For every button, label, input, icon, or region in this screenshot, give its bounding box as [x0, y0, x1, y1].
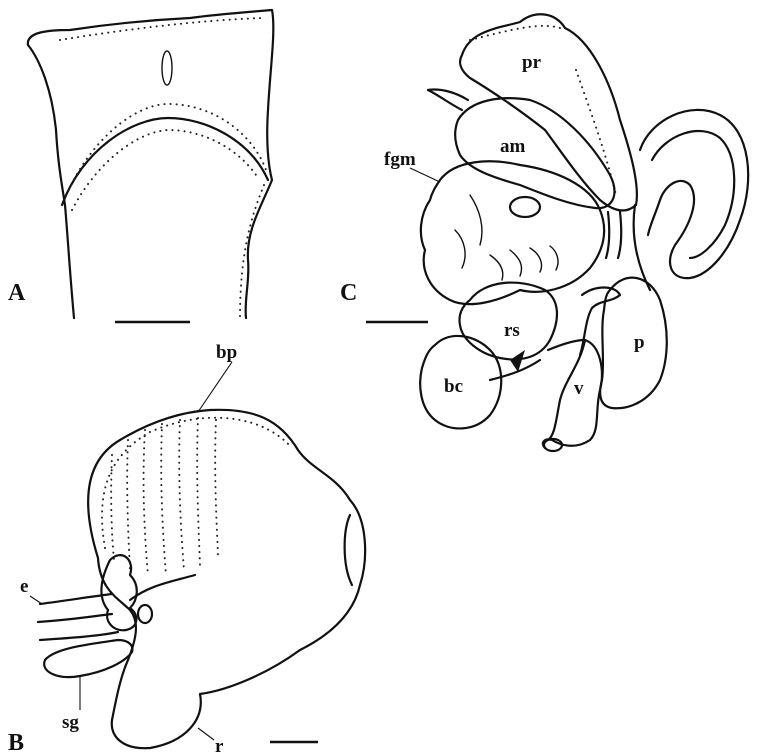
label-bc: bc — [444, 376, 463, 397]
label-sg: sg — [62, 712, 79, 733]
panel-b-bursa-outline — [88, 410, 365, 748]
label-fgm-leader — [410, 168, 440, 182]
panel-c-hermaphrodite-duct-2 — [618, 212, 621, 258]
panel-c-fgm-curve-1 — [470, 195, 482, 245]
panel-a-rim-stipple — [60, 18, 262, 40]
panel-c-fgm-curve-4 — [510, 250, 522, 276]
panel-b-duct-lower — [38, 614, 112, 622]
panel-c-albumen — [455, 98, 614, 208]
panel-b-stria-4 — [161, 424, 166, 575]
label-am: am — [500, 136, 526, 157]
panel-c-prostate — [460, 14, 637, 210]
panel-b-junction-blob — [101, 555, 136, 630]
panel-a-arch-band-inner — [72, 130, 258, 210]
label-v: v — [574, 378, 584, 399]
label-pr: pr — [522, 52, 542, 73]
label-rs: rs — [504, 320, 520, 341]
panel-a-outer-outline — [28, 10, 273, 318]
panel-a-inner-arch — [62, 118, 268, 205]
panel-c-fgm-curve-6 — [550, 246, 558, 270]
label-r: r — [215, 736, 224, 754]
panel-c-albumen-tip — [428, 89, 468, 100]
panel-c-fgm-loop — [510, 197, 540, 217]
panel-b-stria-3 — [144, 430, 148, 575]
panel-c-letter: C — [340, 280, 357, 306]
panel-c-fgm-curve-5 — [530, 248, 542, 272]
panel-b-sperm-gland — [44, 640, 132, 677]
panel-a-drawing: A — [8, 10, 273, 322]
panel-b-stria-2 — [127, 440, 130, 570]
panel-b-stria-5 — [179, 420, 184, 570]
panel-b-stria-7 — [215, 420, 218, 555]
label-e: e — [20, 576, 28, 597]
label-e-leader — [30, 596, 42, 604]
panel-a-left-wall — [28, 45, 74, 318]
panel-b-small-knob — [138, 605, 152, 623]
panel-c-coiled-duct — [640, 110, 748, 278]
panel-b-stria-6 — [197, 418, 200, 565]
panel-b-notch — [345, 515, 352, 585]
label-r-leader — [198, 728, 214, 740]
panel-c-hermaphrodite-duct — [606, 212, 609, 258]
panel-b-drawing: B bp e sg r — [8, 342, 365, 754]
panel-a-pore — [162, 51, 172, 85]
label-fgm: fgm — [384, 149, 416, 170]
panel-c-vagina — [543, 340, 602, 448]
panel-c-fgm-curve-3 — [490, 255, 503, 280]
panel-b-letter: B — [8, 730, 24, 754]
panel-c-duct-curl — [580, 288, 620, 356]
label-bp: bp — [216, 342, 237, 363]
label-bp-leader — [198, 362, 232, 412]
panel-b-oviduct — [40, 632, 118, 640]
panel-b-inner-fold — [130, 575, 195, 600]
panel-a-letter: A — [8, 280, 26, 306]
panel-c-drawing: C pr am fgm rs bc p v — [340, 14, 748, 451]
panel-c-fgm-curve-2 — [455, 230, 465, 268]
label-p: p — [634, 332, 645, 353]
